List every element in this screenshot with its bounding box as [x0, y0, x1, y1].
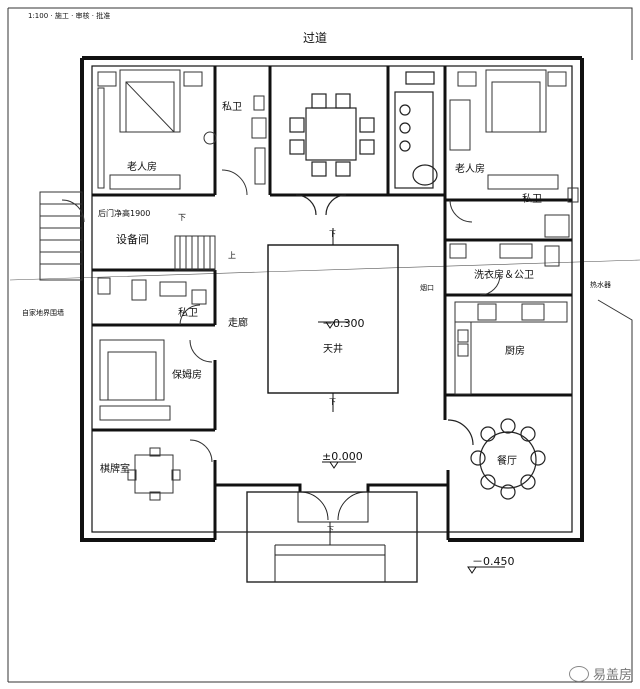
label-kitchen: 厨房 [505, 344, 525, 357]
label-hallway: 走廊 [228, 316, 248, 329]
header-text: 1:100 · 施工 · 审核 · 批准 [28, 11, 110, 20]
label-elevation-out: －0.450 [472, 555, 515, 568]
label-bath-mid: 私卫 [178, 307, 198, 319]
label-equipment-room: 设备间 [116, 232, 149, 246]
label-dining-hall: 餐厅 [497, 454, 517, 467]
label-stair-down: 下 [178, 213, 186, 222]
label-arrow-down-mid: 下 [329, 398, 336, 406]
label-elder-room-left: 老人房 [127, 160, 157, 173]
label-boundary: 自家地界围墙 [22, 308, 64, 317]
label-corridor: 过道 [303, 31, 327, 45]
label-nanny-room: 保姆房 [172, 368, 202, 381]
label-stair-up: 上 [228, 251, 236, 260]
label-arrow-down-porch: 下 [327, 526, 334, 534]
label-water-heater: 热水器 [590, 280, 611, 289]
label-elevation-court: －0.300 [322, 317, 365, 330]
label-chess-room: 棋牌室 [100, 462, 130, 475]
label-laundry: 洗衣房＆公卫 [474, 268, 534, 281]
label-bath-right: 私卫 [522, 193, 542, 205]
chat-bubble-icon [568, 665, 589, 682]
watermark: 易盖房 [568, 664, 632, 683]
label-bath-top-left: 私卫 [222, 101, 242, 113]
label-vent: 烟口 [420, 283, 434, 292]
label-door-height: 后门净高1900 [98, 208, 150, 218]
label-courtyard: 天井 [323, 342, 343, 355]
watermark-text: 易盖房 [592, 668, 632, 683]
label-elevation-floor: ±0.000 [322, 450, 363, 463]
label-arrow-down-top: 下 [329, 230, 336, 238]
label-elder-room-right: 老人房 [455, 162, 485, 175]
